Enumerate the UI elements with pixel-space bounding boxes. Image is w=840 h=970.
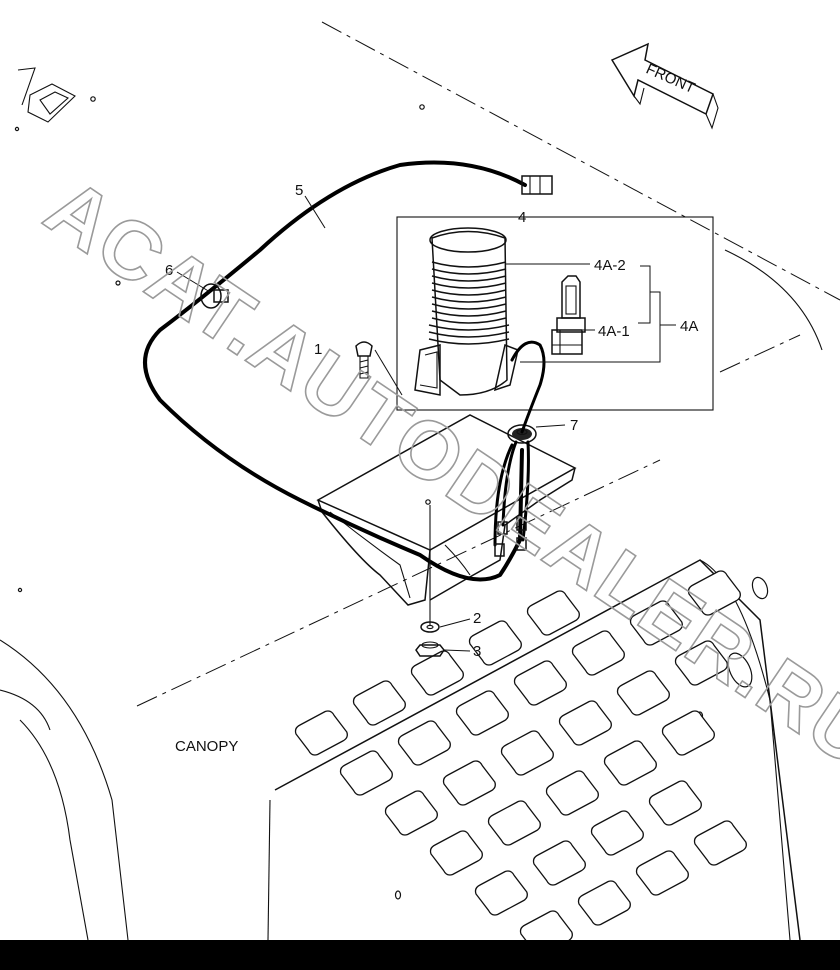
- mounting-screw: [355, 341, 403, 396]
- label-part-4: 4: [518, 209, 526, 226]
- grating-hole: [558, 700, 612, 746]
- label-part-2: 2: [473, 610, 481, 627]
- lens-ridge: [431, 282, 507, 289]
- lens-ridge: [428, 338, 510, 345]
- grating-hole: [442, 760, 496, 806]
- grating-hole: [474, 870, 528, 916]
- part-leaders: [176, 195, 566, 652]
- lens-ridges: [428, 261, 510, 345]
- grating-hole: [468, 620, 522, 666]
- grating-hole: [532, 840, 586, 886]
- lens-ridge: [428, 331, 510, 338]
- grating-hole: [455, 690, 509, 736]
- canopy-outline: [0, 21, 840, 941]
- harness-cable: [143, 160, 553, 582]
- grating-hole: [410, 650, 464, 696]
- grating-hole: [616, 670, 670, 716]
- label-part-4a-1: 4A-1: [598, 323, 630, 340]
- front-direction-arrow: FRONT: [610, 42, 719, 130]
- label-part-4a-2: 4A-2: [594, 257, 626, 274]
- canopy-label: CANOPY: [175, 738, 238, 755]
- grating-hole: [571, 630, 625, 676]
- lens-ridge: [431, 303, 507, 310]
- lens-ridge: [431, 296, 507, 303]
- roof-grating: [267, 559, 801, 956]
- grating-holes: [294, 570, 747, 956]
- grating-hole: [693, 820, 747, 866]
- part-labels: 5 6 1 4 4A-2 4A-1 4A 7 2 3 CANOPY: [165, 182, 698, 755]
- grating-hole: [674, 640, 728, 686]
- washer-and-nut: [415, 505, 445, 657]
- label-part-1: 1: [314, 341, 322, 358]
- grating-hole: [629, 600, 683, 646]
- lens-ridge: [431, 289, 507, 296]
- lens-ridge: [431, 310, 507, 317]
- plug-connector: [551, 275, 586, 355]
- grating-hole: [294, 710, 348, 756]
- grating-hole: [603, 740, 657, 786]
- lens-ridge: [431, 268, 507, 275]
- grating-hole: [500, 730, 554, 776]
- grating-hole: [635, 850, 689, 896]
- grating-hole: [687, 570, 741, 616]
- front-label: FRONT: [643, 60, 697, 97]
- grating-hole: [339, 750, 393, 796]
- lens-ridge: [431, 317, 507, 324]
- grating-hole: [526, 590, 580, 636]
- grating-hole: [384, 790, 438, 836]
- label-part-6: 6: [165, 262, 173, 279]
- footer-bar: [0, 940, 840, 970]
- cable-clamp: [200, 283, 229, 309]
- label-part-4a: 4A: [680, 318, 698, 335]
- lens-ridge: [428, 324, 510, 331]
- grating-hole: [545, 770, 599, 816]
- grating-hole: [513, 660, 567, 706]
- grating-hole: [487, 800, 541, 846]
- label-part-7: 7: [570, 417, 578, 434]
- grating-hole: [590, 810, 644, 856]
- grating-hole: [397, 720, 451, 766]
- grating-hole: [577, 880, 631, 926]
- lens-ridge: [431, 261, 507, 268]
- label-part-5: 5: [295, 182, 303, 199]
- label-part-3: 3: [473, 643, 481, 660]
- grating-hole: [352, 680, 406, 726]
- grating-hole: [648, 780, 702, 826]
- beacon-detail-box: [396, 216, 714, 434]
- lens-ridge: [431, 275, 507, 282]
- grating-hole: [661, 710, 715, 756]
- grating-hole: [429, 830, 483, 876]
- grommet: [493, 424, 537, 557]
- harness-connector: [521, 175, 553, 195]
